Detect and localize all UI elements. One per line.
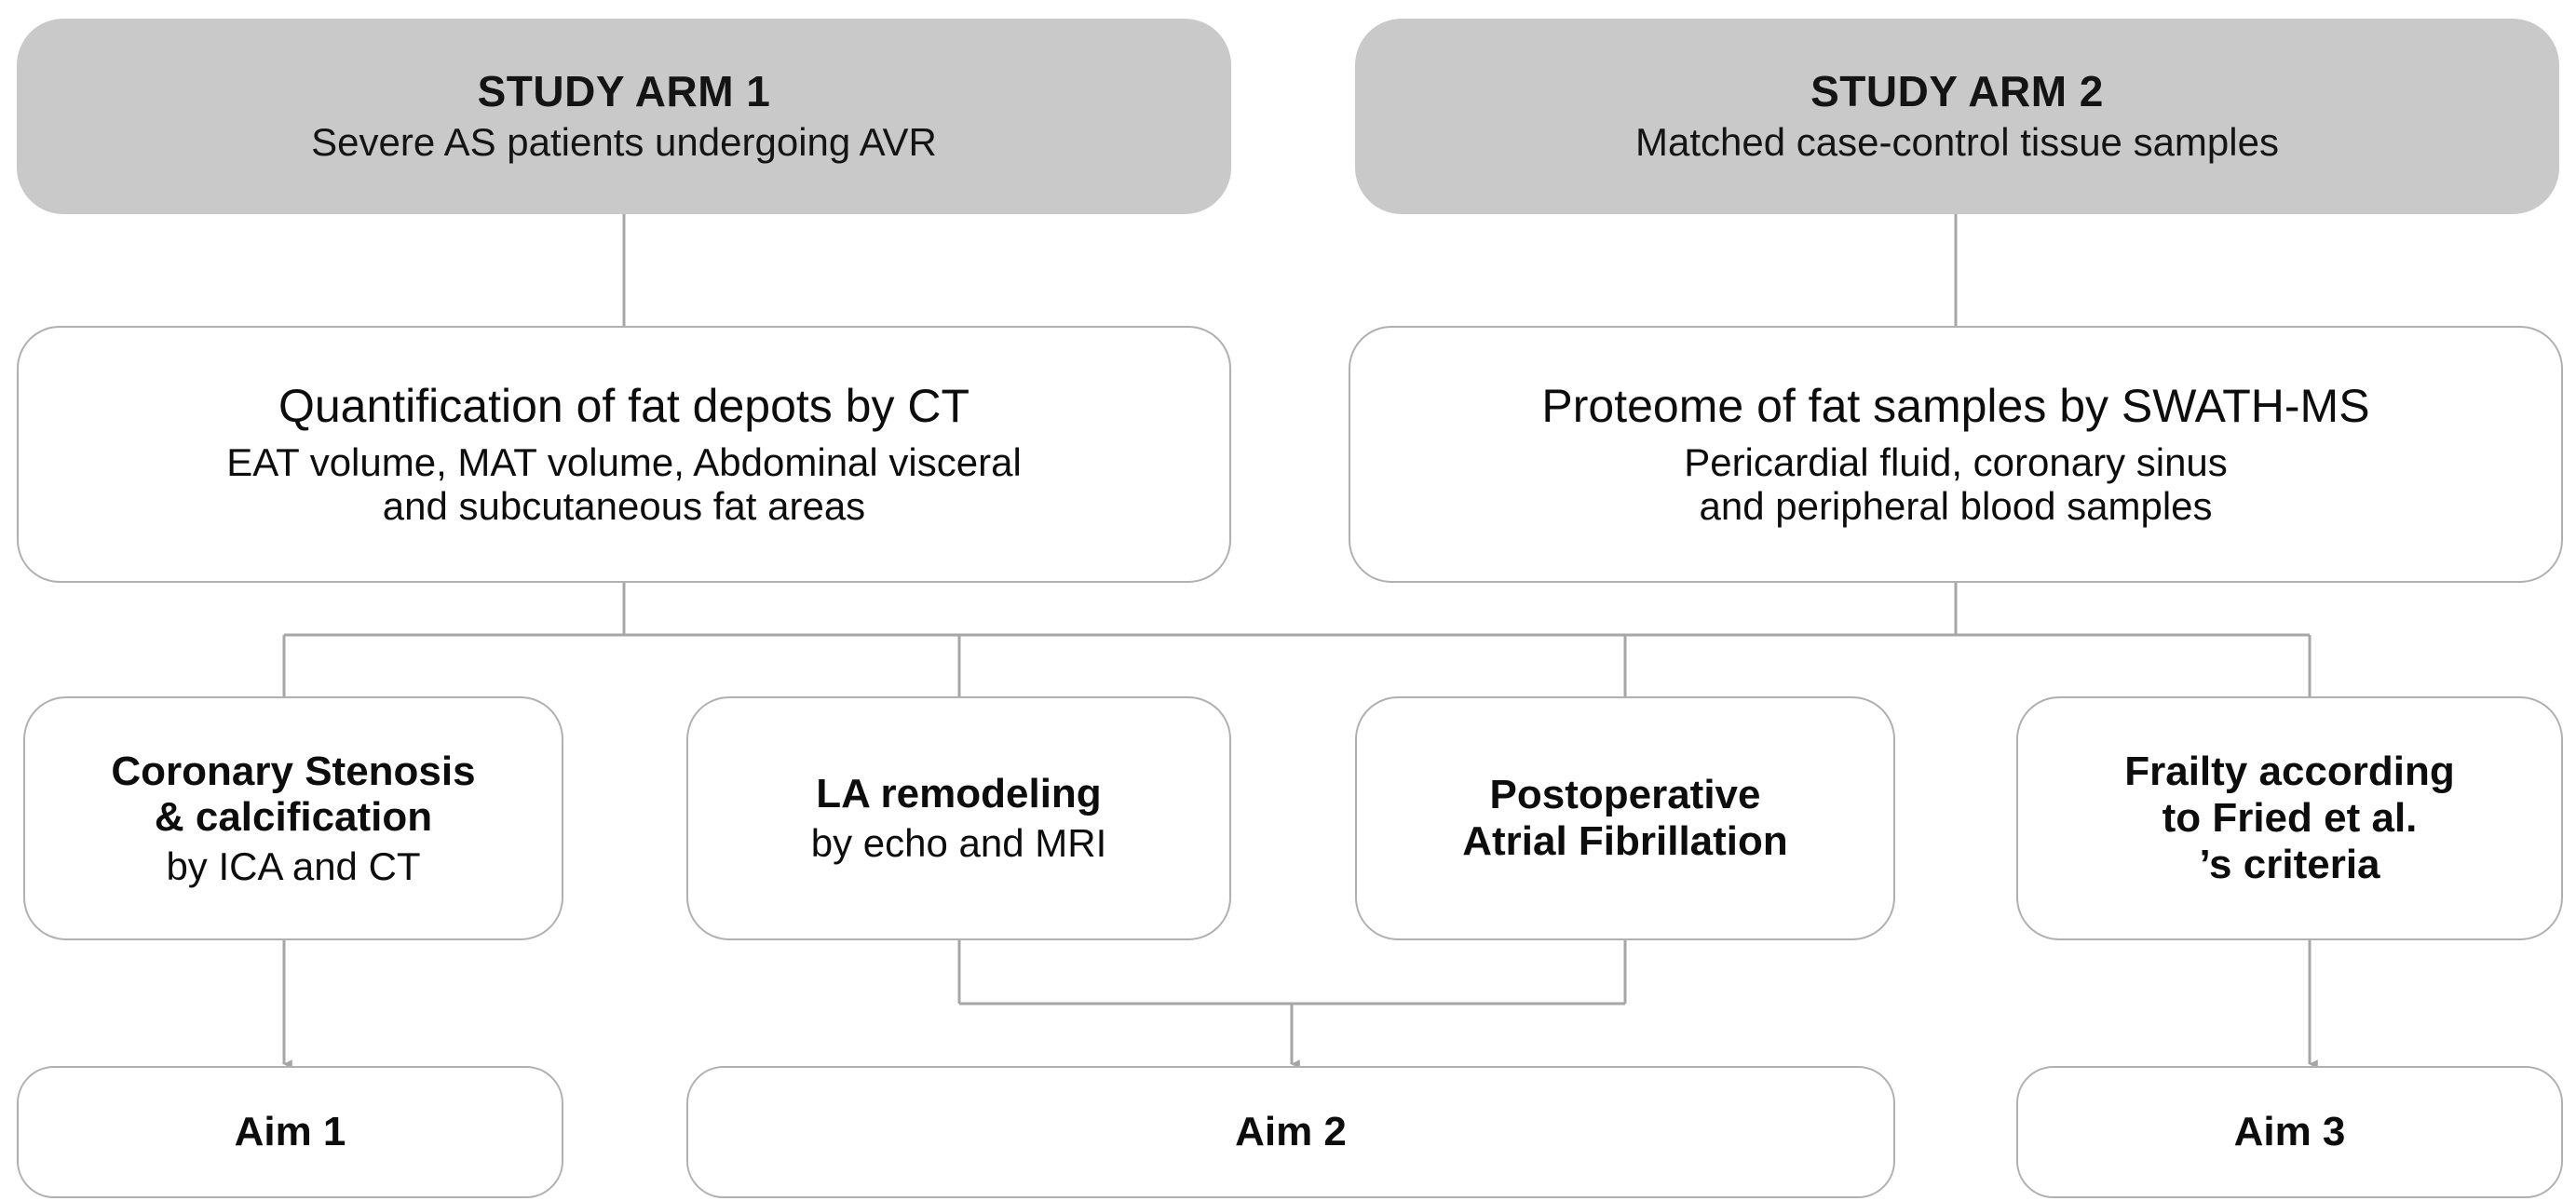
aim-1-box[interactable]: Aim 1 [17, 1066, 563, 1198]
postoperative-af-title-line-2: Atrial Fibrillation [1462, 818, 1788, 864]
quantification-ct-box[interactable]: Quantification of fat depots by CT EAT v… [17, 326, 1231, 583]
proteome-swath-ms-detail-line-1: Pericardial fluid, coronary sinus [1684, 439, 2228, 484]
aim-3-box[interactable]: Aim 3 [2016, 1066, 2563, 1198]
frailty-title-line-3: ’s criteria [2199, 841, 2380, 887]
aim-1-label: Aim 1 [234, 1109, 346, 1155]
frailty-title-line-2: to Fried et al. [2162, 795, 2418, 842]
aim-3-label: Aim 3 [2233, 1109, 2346, 1155]
coronary-stenosis-title: Coronary Stenosis & calcification [111, 749, 475, 841]
study-arm-1-subtitle: Severe AS patients undergoing AVR [311, 120, 937, 165]
la-remodeling-box[interactable]: LA remodeling by echo and MRI [686, 696, 1231, 940]
proteome-swath-ms-detail-line-2: and peripheral blood samples [1699, 484, 2213, 529]
frailty-title-line-1: Frailty according [2124, 749, 2455, 795]
proteome-swath-ms-box[interactable]: Proteome of fat samples by SWATH-MS Peri… [1349, 326, 2563, 583]
study-arm-1-title: STUDY ARM 1 [477, 67, 771, 116]
postoperative-af-title-line-1: Postoperative [1489, 772, 1761, 818]
quantification-ct-detail-line-2: and subcutaneous fat areas [382, 484, 866, 529]
coronary-stenosis-title-line-2: & calcification [154, 794, 433, 841]
la-remodeling-title-line-1: LA remodeling [816, 771, 1102, 817]
frailty-title: Frailty according to Fried et al. ’s cri… [2124, 749, 2455, 887]
la-remodeling-subtitle: by echo and MRI [810, 821, 1107, 866]
coronary-stenosis-subtitle: by ICA and CT [166, 843, 421, 888]
aim-2-box[interactable]: Aim 2 [686, 1066, 1895, 1198]
postoperative-af-title: Postoperative Atrial Fibrillation [1462, 772, 1788, 864]
frailty-box[interactable]: Frailty according to Fried et al. ’s cri… [2016, 696, 2563, 940]
la-remodeling-title: LA remodeling [816, 771, 1101, 817]
quantification-ct-detail-line-1: EAT volume, MAT volume, Abdominal viscer… [226, 439, 1022, 484]
aim-2-label: Aim 2 [1235, 1109, 1347, 1155]
quantification-ct-title: Quantification of fat depots by CT [278, 380, 970, 433]
study-arm-1-box[interactable]: STUDY ARM 1 Severe AS patients undergoin… [17, 19, 1231, 214]
study-arm-2-box[interactable]: STUDY ARM 2 Matched case-control tissue … [1355, 19, 2559, 214]
proteome-swath-ms-detail: Pericardial fluid, coronary sinus and pe… [1684, 440, 2228, 529]
coronary-stenosis-title-line-1: Coronary Stenosis [111, 748, 476, 794]
study-arm-2-subtitle: Matched case-control tissue samples [1635, 120, 2279, 165]
coronary-stenosis-box[interactable]: Coronary Stenosis & calcification by ICA… [23, 696, 563, 940]
study-arm-2-title: STUDY ARM 2 [1810, 67, 2104, 116]
proteome-swath-ms-title: Proteome of fat samples by SWATH-MS [1541, 380, 2370, 433]
postoperative-af-box[interactable]: Postoperative Atrial Fibrillation [1355, 696, 1895, 940]
quantification-ct-detail: EAT volume, MAT volume, Abdominal viscer… [226, 440, 1022, 529]
